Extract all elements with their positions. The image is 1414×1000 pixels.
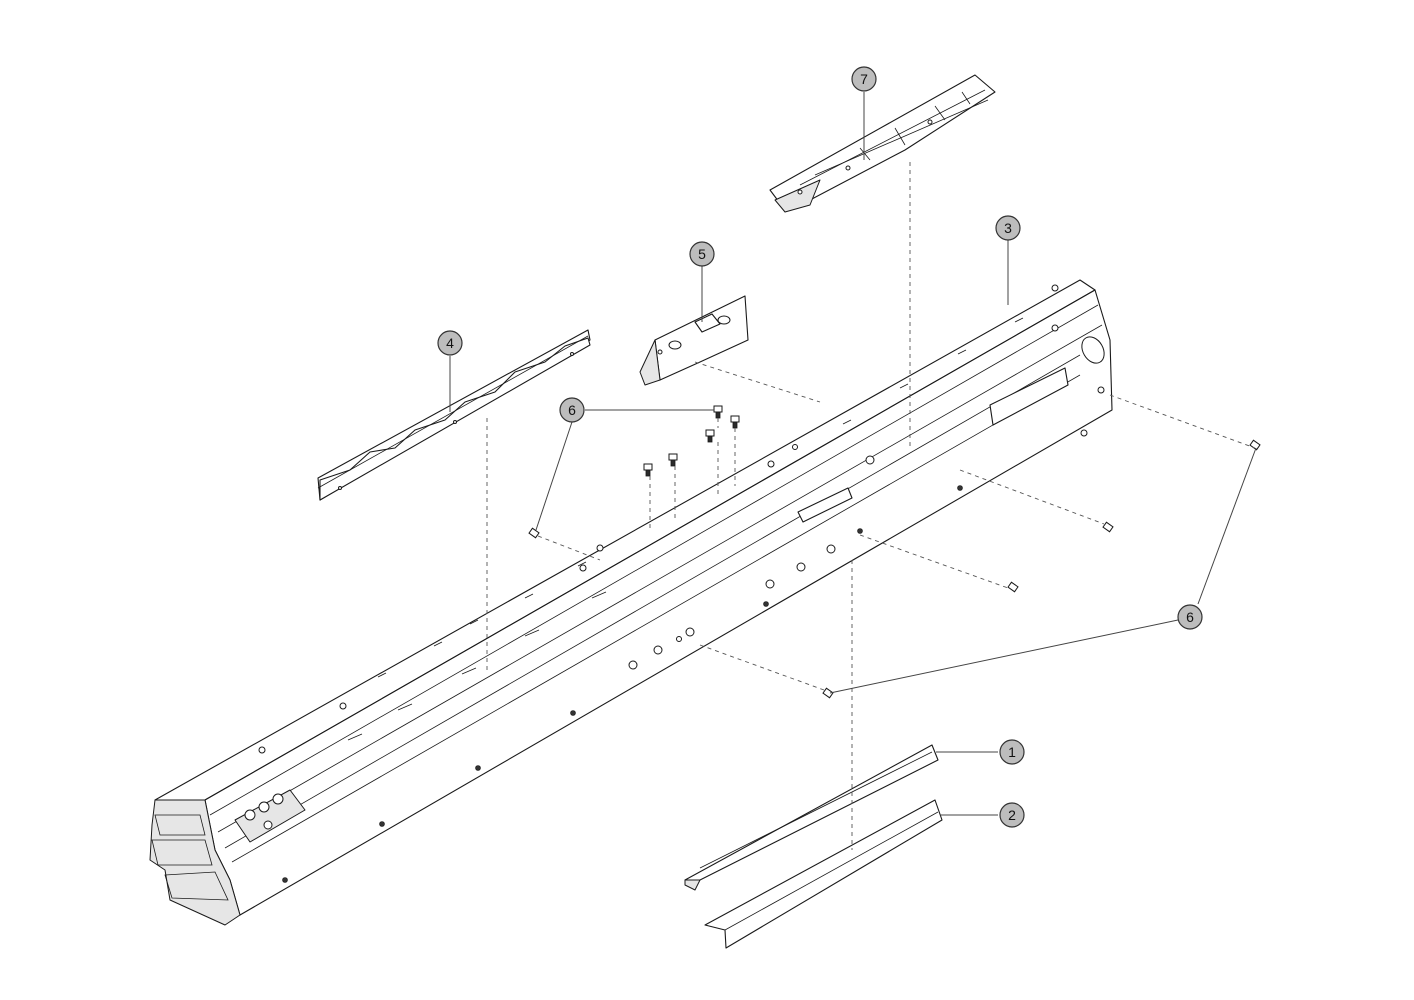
beam-top-slots: [377, 317, 1024, 678]
part-7-channel-bracket: [769, 74, 996, 213]
svg-text:4: 4: [446, 335, 454, 351]
beam-top-holes: [258, 284, 1105, 754]
bracket-5-flange: [639, 339, 661, 386]
callout-5: 5: [689, 241, 715, 267]
screw: [1249, 439, 1261, 451]
callout-balloons: 7 5 3 4 6 6 1 2: [437, 66, 1203, 828]
screw: [1102, 521, 1114, 533]
screw: [668, 453, 678, 467]
part-1-angle-strip: [684, 744, 939, 891]
svg-text:3: 3: [1004, 220, 1012, 236]
bracket-7-end: [774, 179, 821, 213]
callout-2: 2: [999, 802, 1025, 828]
beam-top-face: [154, 279, 1096, 801]
callout-6-upper: 6: [559, 397, 585, 423]
screw: [528, 527, 540, 539]
bracket-5-notch: [694, 313, 721, 333]
callout-3: 3: [995, 215, 1021, 241]
svg-text:6: 6: [568, 402, 576, 418]
beam-end-window: [234, 789, 306, 843]
beam-front-holes: [282, 485, 963, 883]
screw: [822, 687, 834, 699]
svg-text:6: 6: [1186, 609, 1194, 625]
beam-front-face: [204, 289, 1113, 916]
part-5-small-bracket: [639, 295, 749, 386]
screw: [713, 405, 723, 419]
beam-slot-cover: [989, 367, 1069, 426]
callout-1: 1: [999, 739, 1025, 765]
svg-text:5: 5: [698, 246, 706, 262]
beam-end-profile: [149, 799, 241, 926]
part-3-main-beam: [149, 279, 1113, 926]
screw: [705, 429, 715, 443]
bracket-4-wave-flange: [319, 337, 591, 501]
svg-text:1: 1: [1008, 744, 1016, 760]
beam-center-tab: [797, 487, 853, 523]
part-4-wavy-bracket: [317, 329, 591, 501]
part-2-angle-strip: [704, 799, 943, 949]
svg-text:2: 2: [1008, 807, 1016, 823]
screw: [1007, 581, 1019, 593]
leader-lines: [449, 92, 1257, 816]
callout-6-lower: 6: [1177, 604, 1203, 630]
strip-1-edge: [684, 879, 701, 891]
screw: [730, 415, 740, 429]
beam-end-pocket: [1081, 336, 1105, 364]
beam-pins: [347, 591, 607, 741]
callout-7: 7: [851, 66, 877, 92]
callout-4: 4: [437, 330, 463, 356]
screw: [643, 463, 653, 477]
svg-text:7: 7: [860, 71, 868, 87]
strip-2-body: [704, 799, 943, 949]
assembly-lines: [486, 162, 1256, 850]
